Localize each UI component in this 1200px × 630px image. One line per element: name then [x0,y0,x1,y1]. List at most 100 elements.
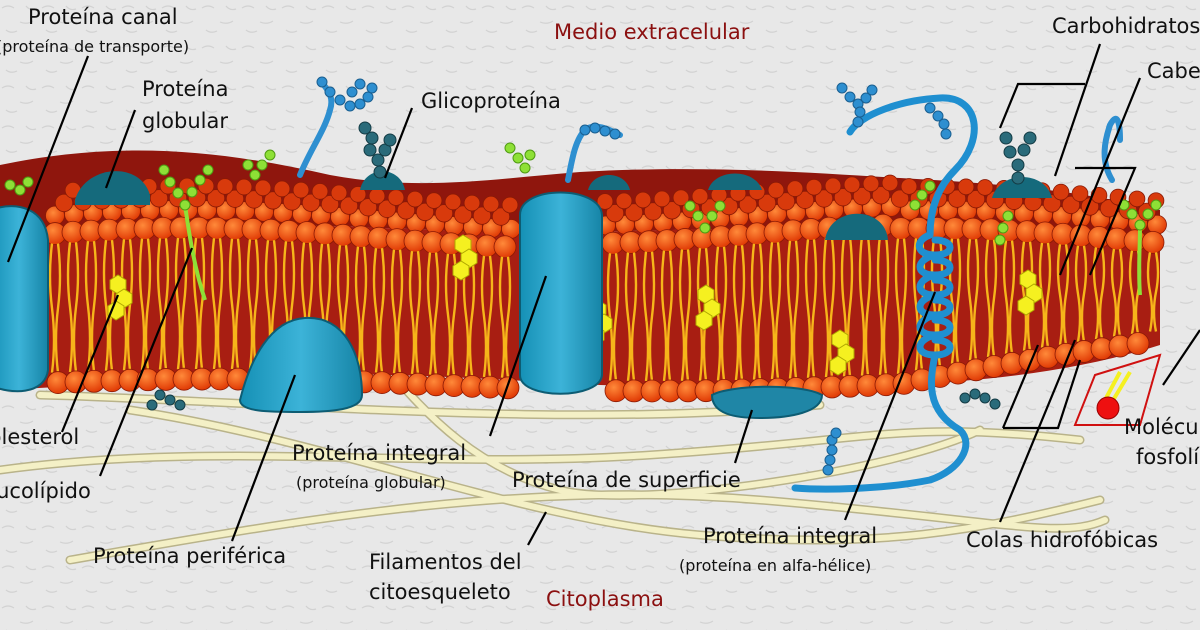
phospholipid-head [1128,190,1146,208]
hydrophobic-tail [606,253,614,381]
phospholipid-head [881,174,899,192]
surface-protein-icon [710,385,824,420]
hydrophobic-tail [1092,247,1100,340]
label-filaments-line2: citoesqueleto [369,580,511,604]
label-integral-helix-sub: (proteína en alfa-hélice) [679,556,871,575]
label-integral-helix: Proteína integral [703,524,877,548]
hydrophobic-tail [66,242,74,373]
phospholipid-head [767,181,785,199]
phospholipid-head [624,203,644,222]
phospholipid-head [900,178,918,195]
hydrophobic-tail [900,238,908,375]
label-peripheral-protein: Proteína periférica [93,544,286,568]
hydrophobic-tail [378,248,386,373]
leader-lines [6,43,1200,546]
globular-protein-icon [75,171,150,205]
carbohydrate-icon [316,76,378,112]
phospholipid-head [596,193,614,210]
hydrophobic-tail [156,238,164,370]
phospholipid-head [947,189,967,208]
phospholipid-head [605,204,625,223]
hydrophobic-tail [828,238,836,378]
hydrophobic-tail [612,253,620,381]
phospholipid-head [738,195,758,214]
phospholipid-head [795,190,815,209]
cholesterol-icon [829,329,855,376]
phospholipid-head [320,195,340,214]
cholesterol-icon [452,234,478,281]
hydrophobic-tail [1110,248,1118,337]
phospholipid-head [434,204,454,223]
phospholipid-head [662,201,682,220]
phospholipid-head [501,196,519,214]
hydrophobic-tail [660,250,668,382]
region-label-cytoplasm: Citoplasma [546,587,664,611]
hydrophobic-tail [642,251,650,382]
hydrophobic-tail [390,249,398,374]
phospholipid-head [833,188,853,207]
hydrophobic-tail [486,255,494,378]
phospholipid-head [396,201,416,220]
hydrophobic-tail [732,245,740,381]
label-glycoprotein: Glicoproteína [421,89,561,113]
glycolipid-icon [158,164,214,301]
phospholipid-head [824,177,842,195]
hydrophobic-tail [1152,252,1160,332]
globular-protein-icon [825,213,888,240]
hydrophobic-tail [1008,240,1016,355]
hydrophobic-tail [864,235,872,376]
phospholipid-head [206,189,226,208]
hydrophobic-tail [966,238,974,361]
label-glycolipid: Glucolípido [0,479,91,503]
hydrophobic-tail [684,249,692,382]
label-globular-protein-line2: globular [142,109,228,133]
hydrophobic-tail [720,246,728,381]
cytoskeleton-filaments [0,355,1110,565]
hydrophobic-tail [624,252,632,382]
phospholipid-head [634,191,652,209]
glycolipid-icon [994,210,1014,246]
phospholipid-head [957,178,975,196]
hydrophobic-tail [468,254,476,377]
hydrophobic-tail [756,243,764,380]
label-channel-protein: Proteína canal [28,5,178,29]
phospholipid-head [482,195,500,213]
phospholipid-head [852,187,872,206]
phospholipid-head [358,198,378,217]
phospholipid-head [776,192,796,211]
hydrophobic-tail [630,252,638,382]
hydrophobic-tail [84,240,92,372]
globular-protein-icon [360,171,405,190]
phospholipid-head [493,235,517,259]
label-phospholipid-line2: fosfolípido [1136,445,1200,469]
hydrophobic-tail [432,252,440,375]
phospholipid-head [273,180,291,198]
phospholipid-head [216,178,234,195]
globular-protein-icon [588,175,630,190]
phospholipid-head [349,186,367,203]
hydrophobic-tail [414,250,422,375]
hydrophobic-tail [948,238,956,364]
glycolipid-icon [909,180,936,211]
label-integral-globular: Proteína integral [292,441,466,465]
hydrophobic-tail [972,238,980,361]
phospholipid-head [254,179,272,197]
phospholipid-head [890,189,910,208]
hydrophobic-tail [504,256,512,378]
glycolipid-icon [684,200,726,234]
phospholipid-head [491,207,511,226]
label-integral-globular-sub: (proteína globular) [296,473,446,492]
label-heads: Cabezas [1147,59,1200,83]
hydrophobic-tail [678,249,686,382]
hydrophobic-tail [1044,242,1052,348]
phospholipid-head [615,192,633,210]
phospholipid-head [691,188,709,205]
phospholipid-head [653,190,671,208]
hydrophobic-tail [174,237,182,370]
phospholipid-head [425,192,443,209]
hydrophobic-tail [738,245,746,381]
glycolipids [4,142,1162,301]
hydrophobic-tail [804,239,812,378]
phospholipid-head [871,186,891,205]
